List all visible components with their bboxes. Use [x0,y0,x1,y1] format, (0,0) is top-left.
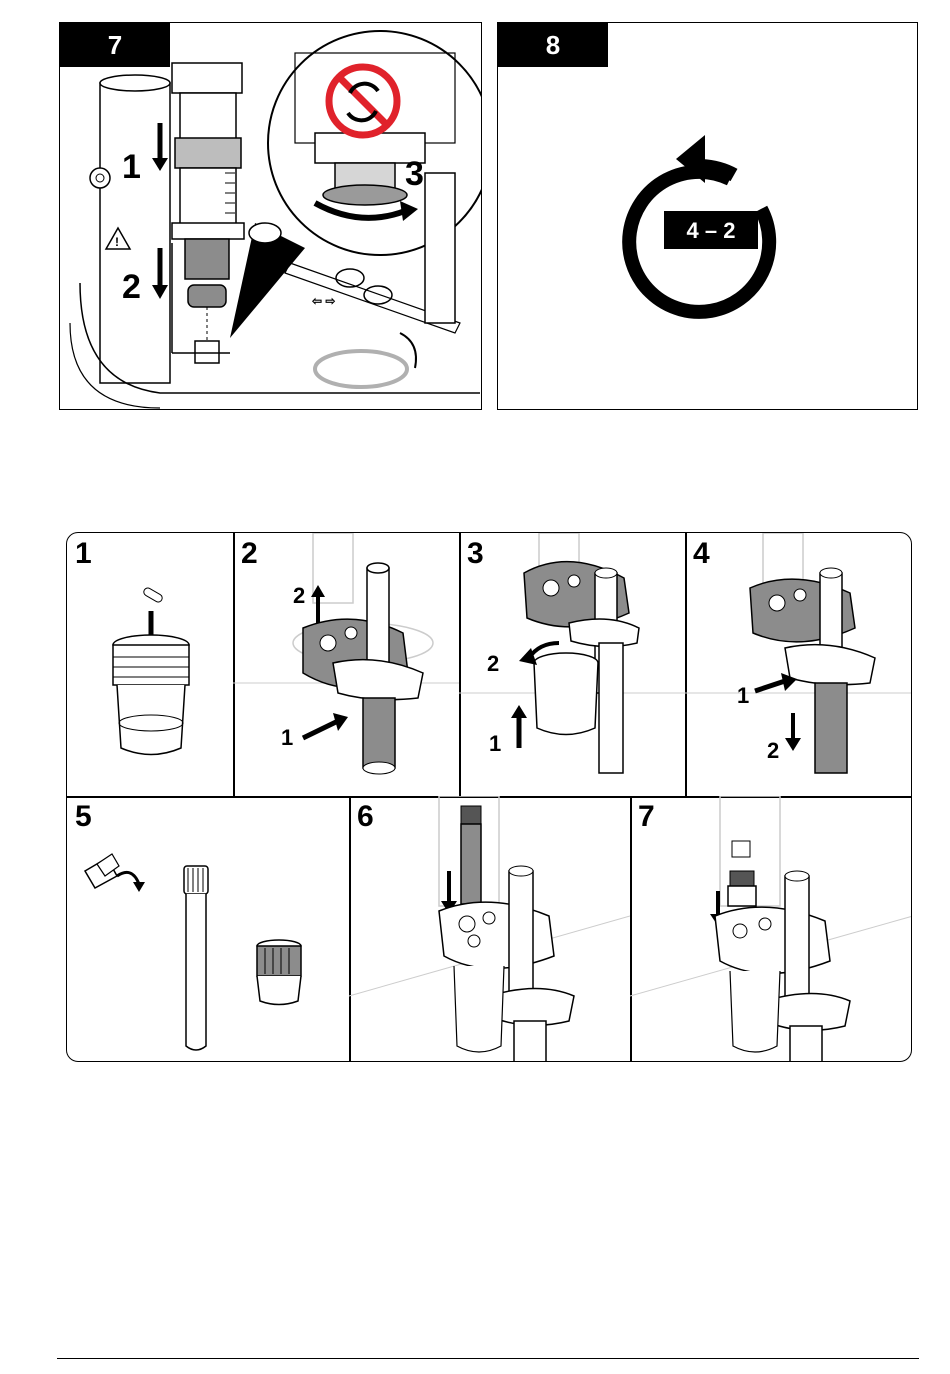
step-cell-6: 6 [349,796,630,1062]
loop-badge-text: 4 – 2 [687,218,736,243]
procedure-grid: 1 2 [66,532,912,1062]
arrow-label-1: 1 [281,725,293,750]
tube-and-vial-illustration [67,796,349,1062]
cell-holder-close-illustration: 1 2 [685,533,912,796]
insert-vial-illustration [630,796,912,1062]
arrow-label-1: 1 [489,731,501,756]
arrow-label-2: 2 [122,268,141,306]
cell-holder-open-illustration: 2 1 [233,533,459,796]
arrow-label-1: 1 [737,683,749,708]
arrow-label-2: 2 [767,738,779,763]
svg-text:⇦ ⇨: ⇦ ⇨ [311,294,335,308]
step-7-panel: 7 ! [59,22,482,410]
syringe-illustration: ! [60,23,482,410]
step-cell-1: 1 [67,533,233,796]
arrow-label-2: 2 [487,651,499,676]
step-cell-5: 5 [67,796,349,1062]
insert-tube-illustration [349,796,630,1062]
step-cell-4: 4 1 2 [685,533,912,796]
step-cell-7: 7 [630,796,912,1062]
footer-rule [57,1358,919,1359]
repeat-steps-icon: 4 – 2 [498,23,918,410]
step-cell-3: 3 2 1 [459,533,685,796]
arrow-label-3: 3 [405,155,424,193]
sample-container-illustration [67,533,233,796]
step-cell-2: 2 2 1 [233,533,459,796]
step-8-panel: 8 4 – 2 [497,22,918,410]
arrow-label-2: 2 [293,583,305,608]
cell-holder-rotate-illustration: 2 1 [459,533,685,796]
svg-text:!: ! [115,235,119,249]
arrow-label-1: 1 [122,148,141,186]
